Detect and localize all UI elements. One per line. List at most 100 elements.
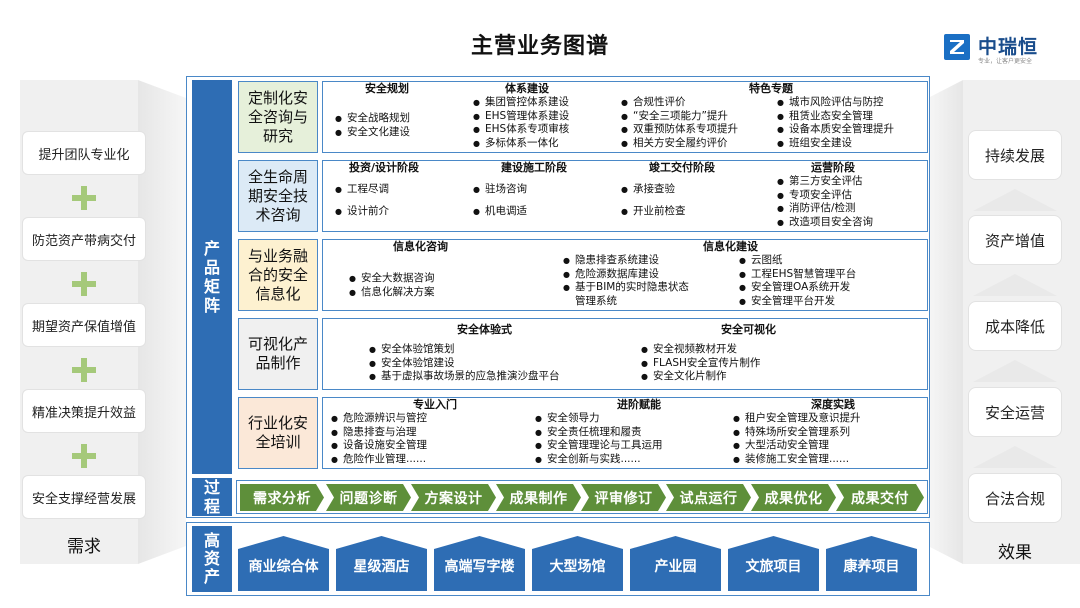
list-item: 安全体验馆策划	[369, 343, 629, 357]
list-item: 信息化解决方案	[349, 286, 499, 300]
list-item: 安全视频教材开发	[641, 343, 841, 357]
list-item: 安全管理平台开发	[739, 295, 909, 309]
process-step: 试点运行	[666, 484, 751, 511]
list-item: FLASH安全宣传片制作	[641, 357, 841, 371]
list-item: 城市风险评估与防控	[777, 96, 927, 110]
list-item: 基于虚拟事故场景的应急推演沙盘平台	[369, 370, 629, 384]
category-industry-training: 行业化安全培训	[238, 397, 318, 469]
category-informatization: 与业务融合的安全信息化	[238, 239, 318, 311]
list-item: 集团管控体系建设	[473, 96, 613, 110]
list-item: 工程尽调	[335, 183, 465, 197]
list-item: 管理系统	[575, 294, 617, 307]
category-visual-products: 可视化产品制作	[238, 318, 318, 390]
list-item: EHS体系专项审核	[473, 123, 613, 137]
list-item: 安全文化片制作	[641, 370, 841, 384]
list-item: 隐患排查系统建设	[563, 254, 733, 268]
effect-item: 持续发展	[968, 130, 1062, 180]
effect-item: 资产增值	[968, 215, 1062, 265]
page-title: 主营业务图谱	[470, 34, 609, 59]
list-item: 危险源数据库建设	[563, 268, 733, 282]
list-item: 开业前检查	[621, 205, 761, 219]
list-item: 设备设施安全管理	[331, 439, 521, 453]
list-item: 设计前介	[335, 205, 465, 219]
asset-house: 大型场馆	[532, 536, 623, 591]
section-info-building: 信息化建设	[703, 240, 758, 253]
list-item: 装修施工安全管理......	[733, 453, 923, 467]
list-item: 安全创新与实践......	[535, 453, 725, 467]
need-item: 防范资产带病交付	[22, 217, 146, 261]
list-item: EHS管理体系建设	[473, 110, 613, 124]
process-step: 成果制作	[496, 484, 581, 511]
section-operation: 运营阶段 第三方安全评估 专项安全评估 消防评估/检测 改造项目安全咨询	[777, 161, 927, 229]
asset-house: 康养项目	[826, 536, 917, 591]
list-item: 安全战略规划	[335, 112, 455, 126]
need-item: 安全支撑经营发展	[22, 475, 146, 519]
section-completion-delivery: 竣工交付阶段 承接查验 开业前检查	[621, 161, 761, 218]
product-matrix-label: 产品矩阵	[192, 80, 232, 474]
process-step: 成果优化	[751, 484, 836, 511]
asset-house: 文旅项目	[728, 536, 819, 591]
list-item: 隐患排查与治理	[331, 426, 521, 440]
effects-caption: 效果	[998, 543, 1032, 563]
logo-z-icon	[944, 34, 970, 60]
section-special-topics-col2: 城市风险评估与防控 租赁业态安全管理 设备本质安全管理提升 班组安全建设	[777, 96, 927, 150]
list-item: 消防评估/检测	[777, 202, 927, 216]
section-safety-planning: 安全规划 安全战略规划 安全文化建设	[335, 82, 455, 139]
row-visual-products: 安全体验式 安全体验馆策划 安全体验馆建设 基于虚拟事故场景的应急推演沙盘平台 …	[322, 318, 928, 390]
list-item: 驻场咨询	[473, 183, 613, 197]
list-item: 特殊场所安全管理系列	[733, 426, 923, 440]
process-step: 成果交付	[836, 484, 924, 511]
list-item: 机电调适	[473, 205, 613, 219]
list-item: 设备本质安全管理提升	[777, 123, 927, 137]
section-investment-design: 投资/设计阶段 工程尽调 设计前介	[335, 161, 465, 218]
plus-icon	[72, 358, 96, 382]
section-info-building-col1: 隐患排查系统建设 危险源数据库建设 基于BIM的实时隐患状态 管理系统	[563, 254, 733, 308]
category-custom-consulting: 定制化安全咨询与研究	[238, 81, 318, 153]
section-info-consulting: 信息化咨询 安全大数据咨询 信息化解决方案	[349, 240, 499, 299]
list-item: 多标体系一体化	[473, 137, 613, 151]
list-item: 专项安全评估	[777, 189, 927, 203]
plus-icon	[72, 272, 96, 296]
list-item: 合规性评价	[621, 96, 771, 110]
list-item: 安全大数据咨询	[349, 272, 499, 286]
asset-house: 星级酒店	[336, 536, 427, 591]
effect-item: 合法合规	[968, 473, 1062, 523]
company-logo: 中瑞恒 专业，让客户更安全	[944, 32, 1054, 66]
effect-item: 安全运营	[968, 387, 1062, 437]
row-industry-training: 专业入门 危险源辨识与管控 隐患排查与治理 设备设施安全管理 危险作业管理...…	[322, 397, 928, 469]
list-item: “安全三项能力”提升	[621, 110, 771, 124]
asset-house: 产业园	[630, 536, 721, 591]
list-item: 基于BIM的实时隐患状态	[563, 281, 733, 295]
assets-label: 高资产	[192, 526, 232, 592]
process-step: 问题诊断	[326, 484, 411, 511]
list-item: 安全责任梳理和履责	[535, 426, 725, 440]
plus-icon	[72, 444, 96, 468]
list-item: 租户安全管理及意识提升	[733, 412, 923, 426]
list-item: 班组安全建设	[777, 137, 927, 151]
process-step: 方案设计	[411, 484, 496, 511]
list-item: 相关方安全履约评价	[621, 137, 771, 151]
category-lifecycle-consulting: 全生命周期安全技术咨询	[238, 160, 318, 232]
need-item: 精准决策提升效益	[22, 389, 146, 433]
needs-caption: 需求	[67, 537, 101, 557]
process-step: 需求分析	[240, 484, 324, 511]
list-item: 改造项目安全咨询	[777, 216, 927, 230]
need-item: 期望资产保值增值	[22, 303, 146, 347]
list-item: 大型活动安全管理	[733, 439, 923, 453]
list-item: 云图纸	[739, 254, 909, 268]
row-informatization: 信息化咨询 安全大数据咨询 信息化解决方案 信息化建设 隐患排查系统建设 危险源…	[322, 239, 928, 311]
asset-house: 商业综合体	[238, 536, 329, 591]
need-item: 提升团队专业化	[22, 131, 146, 175]
row-lifecycle-consulting: 投资/设计阶段 工程尽调 设计前介 建设施工阶段 驻场咨询 机电调适 竣工交付阶…	[322, 160, 928, 232]
process-label: 过程	[192, 478, 232, 516]
list-item: 危险源辨识与管控	[331, 412, 521, 426]
list-item: 安全体验馆建设	[369, 357, 629, 371]
logo-name: 中瑞恒	[978, 36, 1039, 58]
section-system-building: 体系建设 集团管控体系建设 EHS管理体系建设 EHS体系专项审核 多标体系一体…	[473, 82, 613, 150]
list-item: 安全管理理论与工具运用	[535, 439, 725, 453]
list-item: 工程EHS智慧管理平台	[739, 268, 909, 282]
effects-panel-shade	[928, 80, 963, 564]
list-item: 安全领导力	[535, 412, 725, 426]
section-construction: 建设施工阶段 驻场咨询 机电调适	[473, 161, 613, 218]
section-info-building-col2: 云图纸 工程EHS智慧管理平台 安全管理OA系统开发 安全管理平台开发	[739, 254, 909, 308]
